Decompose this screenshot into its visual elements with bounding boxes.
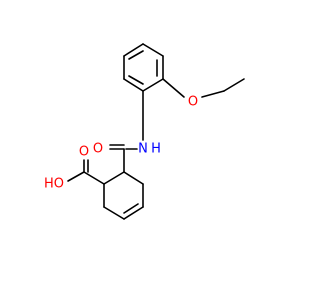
acid-hydroxyl-label: HO (44, 177, 64, 192)
bond (67, 171, 85, 182)
double-bond-inner (123, 203, 139, 214)
bond (123, 78, 144, 92)
bond (103, 171, 125, 185)
amide-hydrogen-label: H (151, 142, 161, 157)
bond (123, 206, 144, 220)
bond (103, 206, 125, 220)
amide-oxygen-label: O (93, 142, 103, 157)
bond (142, 43, 164, 57)
ether-oxygen-label: O (188, 95, 198, 110)
bond (83, 171, 105, 185)
bond (201, 90, 225, 98)
bond (162, 78, 185, 98)
amide-nitrogen-label: N (138, 142, 148, 157)
bond (142, 78, 164, 92)
acid-carbonyl-oxygen-label: O (79, 145, 89, 160)
bond (123, 43, 144, 57)
double-bond-inner (128, 50, 144, 60)
bond (223, 78, 245, 92)
double-bond-inner (128, 75, 144, 85)
bond (123, 171, 144, 185)
